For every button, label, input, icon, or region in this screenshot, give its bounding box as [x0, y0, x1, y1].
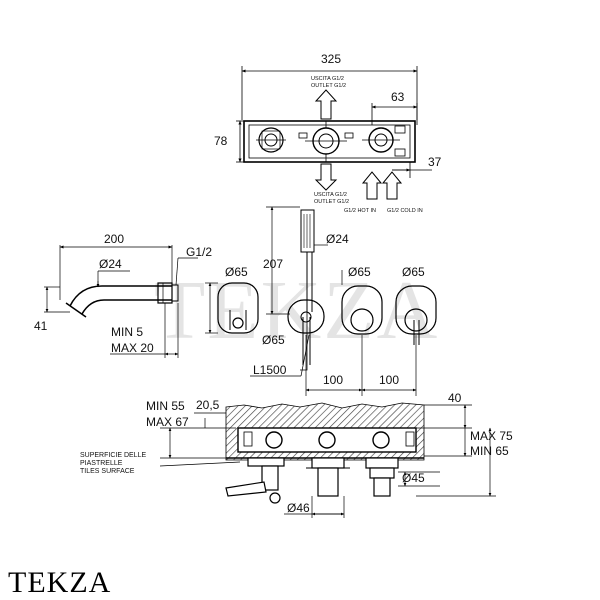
section-diameter-46: Ø46 — [287, 501, 310, 515]
rosette-1-diameter: Ø65 — [225, 265, 248, 279]
outlet-bottom-label-it: USCITA G1/2 — [314, 192, 347, 198]
tiles-label-it-1: SUPERFICIE DELLE — [80, 452, 146, 459]
spout-drop-41: 41 — [34, 319, 48, 333]
top-view — [236, 66, 432, 200]
outlet-top-label-it: USCITA G1/2 — [311, 76, 344, 82]
spout-thread-g12: G1/2 — [186, 245, 212, 259]
section-min-55: MIN 55 — [146, 399, 185, 413]
section-offset-205: 20,5 — [196, 398, 220, 412]
watermark-text: TEKZA — [154, 264, 439, 357]
spout-length-200: 200 — [104, 232, 124, 246]
handshower-height-207: 207 — [263, 257, 283, 271]
section-top-40: 40 — [448, 391, 462, 405]
front-view — [205, 206, 437, 396]
rosette-3-diameter: Ø65 — [348, 265, 371, 279]
spout-min: MIN 5 — [111, 325, 143, 339]
section-view — [159, 402, 496, 518]
hose-length-l1500: L1500 — [253, 363, 287, 377]
section-diameter-45: Ø45 — [402, 471, 425, 485]
tiles-label-it-2: PIASTRELLE — [80, 460, 123, 467]
brand-logo-text: TEKZA — [8, 566, 112, 599]
spacing-100-left: 100 — [323, 373, 343, 387]
tiles-label-en: TILES SURFACE — [80, 468, 135, 475]
spout-side-view — [44, 245, 198, 358]
spout-diameter-24: Ø24 — [99, 257, 122, 271]
section-min-65: MIN 65 — [470, 444, 509, 458]
rosette-4-diameter: Ø65 — [402, 265, 425, 279]
handshower-diameter-24: Ø24 — [326, 232, 349, 246]
height-dim-78: 78 — [214, 134, 228, 148]
section-max-75: MAX 75 — [470, 429, 513, 443]
outlet-bottom-label-en: OUTLET G1/2 — [314, 199, 349, 205]
hot-in-label: G1/2 HOT IN — [344, 208, 376, 214]
outlet-top-label-en: OUTLET G1/2 — [311, 83, 346, 89]
width-dim-325: 325 — [321, 52, 341, 66]
side-dim-37: 37 — [428, 155, 442, 169]
section-max-67: MAX 67 — [146, 415, 189, 429]
offset-dim-63: 63 — [391, 90, 405, 104]
rosette-2-diameter: Ø65 — [262, 333, 285, 347]
spacing-100-right: 100 — [379, 373, 399, 387]
cold-in-label: G1/2 COLD IN — [387, 208, 423, 214]
spout-max: MAX 20 — [111, 341, 154, 355]
